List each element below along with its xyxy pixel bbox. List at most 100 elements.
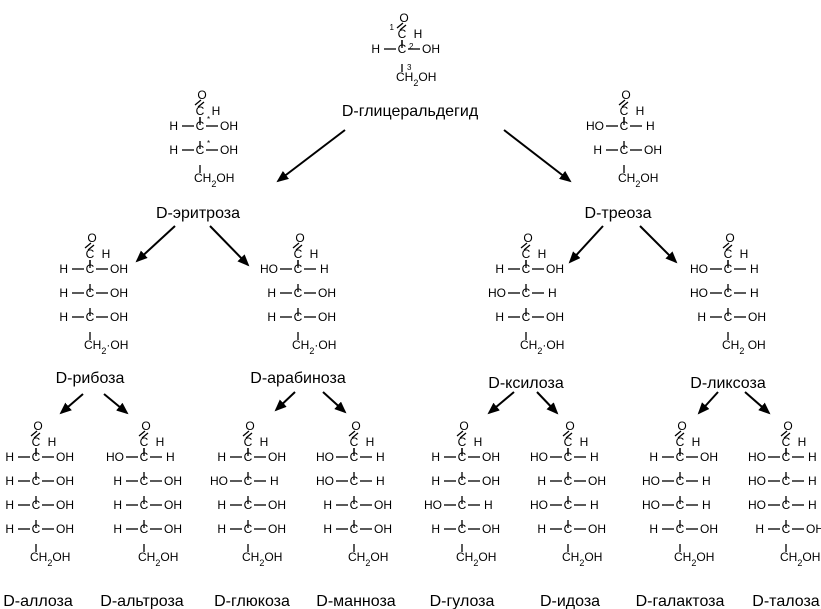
glucose-c2-atom: C — [244, 450, 253, 464]
ribose-aldehyde-h: H — [102, 247, 111, 261]
idose-c1-atom: C — [564, 435, 573, 449]
threose-c3-left-h: H — [593, 143, 602, 157]
allose-c4-left-h: H — [5, 498, 14, 512]
xylose-carbonyl-bond-a — [520, 242, 528, 249]
node-label-idose: D-идоза — [540, 593, 600, 609]
node-label-lyxose: D-ликсоза — [690, 375, 766, 392]
node-label-gulose: D-гулоза — [430, 593, 495, 609]
gulose-carbonyl-bond-b — [459, 432, 467, 439]
talose-c3-right-h: H — [808, 474, 817, 488]
arrow-xylose-to-gulose — [487, 391, 515, 415]
gulose-aldehyde-h: H — [474, 435, 483, 449]
glyceraldehyde-c2-atom: C — [398, 42, 407, 56]
lyxose-c4-right-oh: OH — [748, 310, 766, 324]
altrose-c2-atom: C — [140, 450, 149, 464]
xylose-ch2oh-label: CH2·OH — [520, 338, 564, 356]
altrose-aldehyde-h: H — [156, 435, 165, 449]
xylose-c4-right-oh: OH — [546, 310, 564, 324]
mannose-c3-right-h: H — [376, 474, 385, 488]
threose-ch2oh-label: CH2OH — [618, 171, 658, 189]
node-label-altrose: D-альтроза — [100, 593, 183, 609]
erythrose-c2-left-h: H — [169, 119, 178, 133]
ribose-c1-atom: C — [86, 247, 95, 261]
talose-c5-atom: C — [782, 522, 791, 536]
gulose-c2-atom: C — [458, 450, 467, 464]
galactose-oxygen-atom: O — [677, 419, 686, 433]
talose-oxygen-atom: O — [783, 419, 792, 433]
ribose-carbonyl-bond-a — [84, 242, 92, 249]
arabinose-c4-left-h: H — [267, 310, 276, 324]
glucose-c4-right-oh: OH — [268, 498, 286, 512]
node-label-allose: D-аллоза — [3, 593, 73, 609]
altrose-c3-right-oh: OH — [164, 474, 182, 488]
glyceraldehyde-carbon-number-1: 1 — [390, 23, 395, 32]
ribose-c2-left-h: H — [59, 262, 68, 276]
glyceraldehyde-c2-left-h: H — [371, 42, 380, 56]
arrow-lyxose-to-talose — [744, 391, 771, 415]
arrow-erythrose-to-ribose — [135, 225, 176, 263]
node-label-erythrose: D-эритроза — [156, 205, 240, 222]
talose-c4-left-ho: HO — [748, 498, 766, 512]
lyxose-c2-right-h: H — [750, 262, 759, 276]
talose-carbonyl-bond-a — [780, 430, 788, 437]
mannose-c2-right-h: H — [376, 450, 385, 464]
node-label-mannose: D-манноза — [316, 593, 396, 609]
galactose-c5-atom: C — [676, 522, 685, 536]
altrose-c5-atom: C — [140, 522, 149, 536]
erythrose-stereocenter-star-3: * — [207, 139, 210, 148]
arabinose-c4-atom: C — [294, 310, 303, 324]
galactose-c1-atom: C — [676, 435, 685, 449]
glyceraldehyde-carbonyl-bond-b — [399, 24, 407, 31]
threose-c3-right-oh: OH — [644, 143, 662, 157]
galactose-c4-left-ho: HO — [642, 498, 660, 512]
gulose-c5-right-oh: OH — [482, 522, 500, 536]
arrow-glyceraldehyde-to-threose — [503, 129, 572, 183]
glucose-c3-atom: C — [244, 474, 253, 488]
erythrose-carbonyl-bond-b — [197, 101, 205, 108]
idose-c4-right-h: H — [590, 498, 599, 512]
threose-c2-left-ho: HO — [586, 119, 604, 133]
galactose-c3-left-ho: HO — [642, 474, 660, 488]
lyxose-oxygen-atom: O — [725, 231, 734, 245]
threose-c2-right-h: H — [646, 119, 655, 133]
arabinose-oxygen-atom: O — [295, 231, 304, 245]
glyceraldehyde-ch2oh-label: CH2OH — [396, 70, 436, 88]
glucose-c1-atom: C — [244, 435, 253, 449]
arrow-erythrose-to-arabinose — [209, 225, 250, 267]
ribose-c3-right-oh: OH — [110, 286, 128, 300]
talose-c5-right-oh: OH — [806, 522, 821, 536]
allose-c4-right-oh: OH — [56, 498, 74, 512]
talose-c2-left-ho: HO — [748, 450, 766, 464]
altrose-c4-right-oh: OH — [164, 498, 182, 512]
allose-aldehyde-h: H — [48, 435, 57, 449]
arrow-ribose-to-allose — [59, 393, 84, 415]
idose-c2-right-h: H — [590, 450, 599, 464]
gulose-c4-right-h: H — [484, 498, 493, 512]
gulose-ch2oh-label: CH2OH — [456, 550, 496, 568]
lyxose-c2-left-ho: HO — [690, 262, 708, 276]
erythrose-c2-right-oh: OH — [220, 119, 238, 133]
mannose-c2-atom: C — [350, 450, 359, 464]
gulose-c4-left-ho: HO — [424, 498, 442, 512]
galactose-c2-right-oh: OH — [700, 450, 718, 464]
erythrose-oxygen-atom: O — [197, 88, 206, 102]
erythrose-c3-right-oh: OH — [220, 143, 238, 157]
arrow-arabinose-to-glucose — [274, 391, 296, 412]
idose-c2-atom: C — [564, 450, 573, 464]
allose-oxygen-atom: O — [33, 419, 42, 433]
xylose-c1-atom: C — [522, 247, 531, 261]
ribose-carbonyl-bond-b — [87, 244, 95, 251]
altrose-c2-left-ho: HO — [106, 450, 124, 464]
idose-aldehyde-h: H — [580, 435, 589, 449]
talose-c5-left-h: H — [755, 522, 764, 536]
gulose-oxygen-atom: O — [459, 419, 468, 433]
galactose-aldehyde-h: H — [692, 435, 701, 449]
altrose-c3-left-h: H — [113, 474, 122, 488]
arrow-arabinose-to-mannose — [322, 391, 347, 414]
idose-carbonyl-bond-b — [565, 432, 573, 439]
edges-layer — [59, 129, 771, 415]
